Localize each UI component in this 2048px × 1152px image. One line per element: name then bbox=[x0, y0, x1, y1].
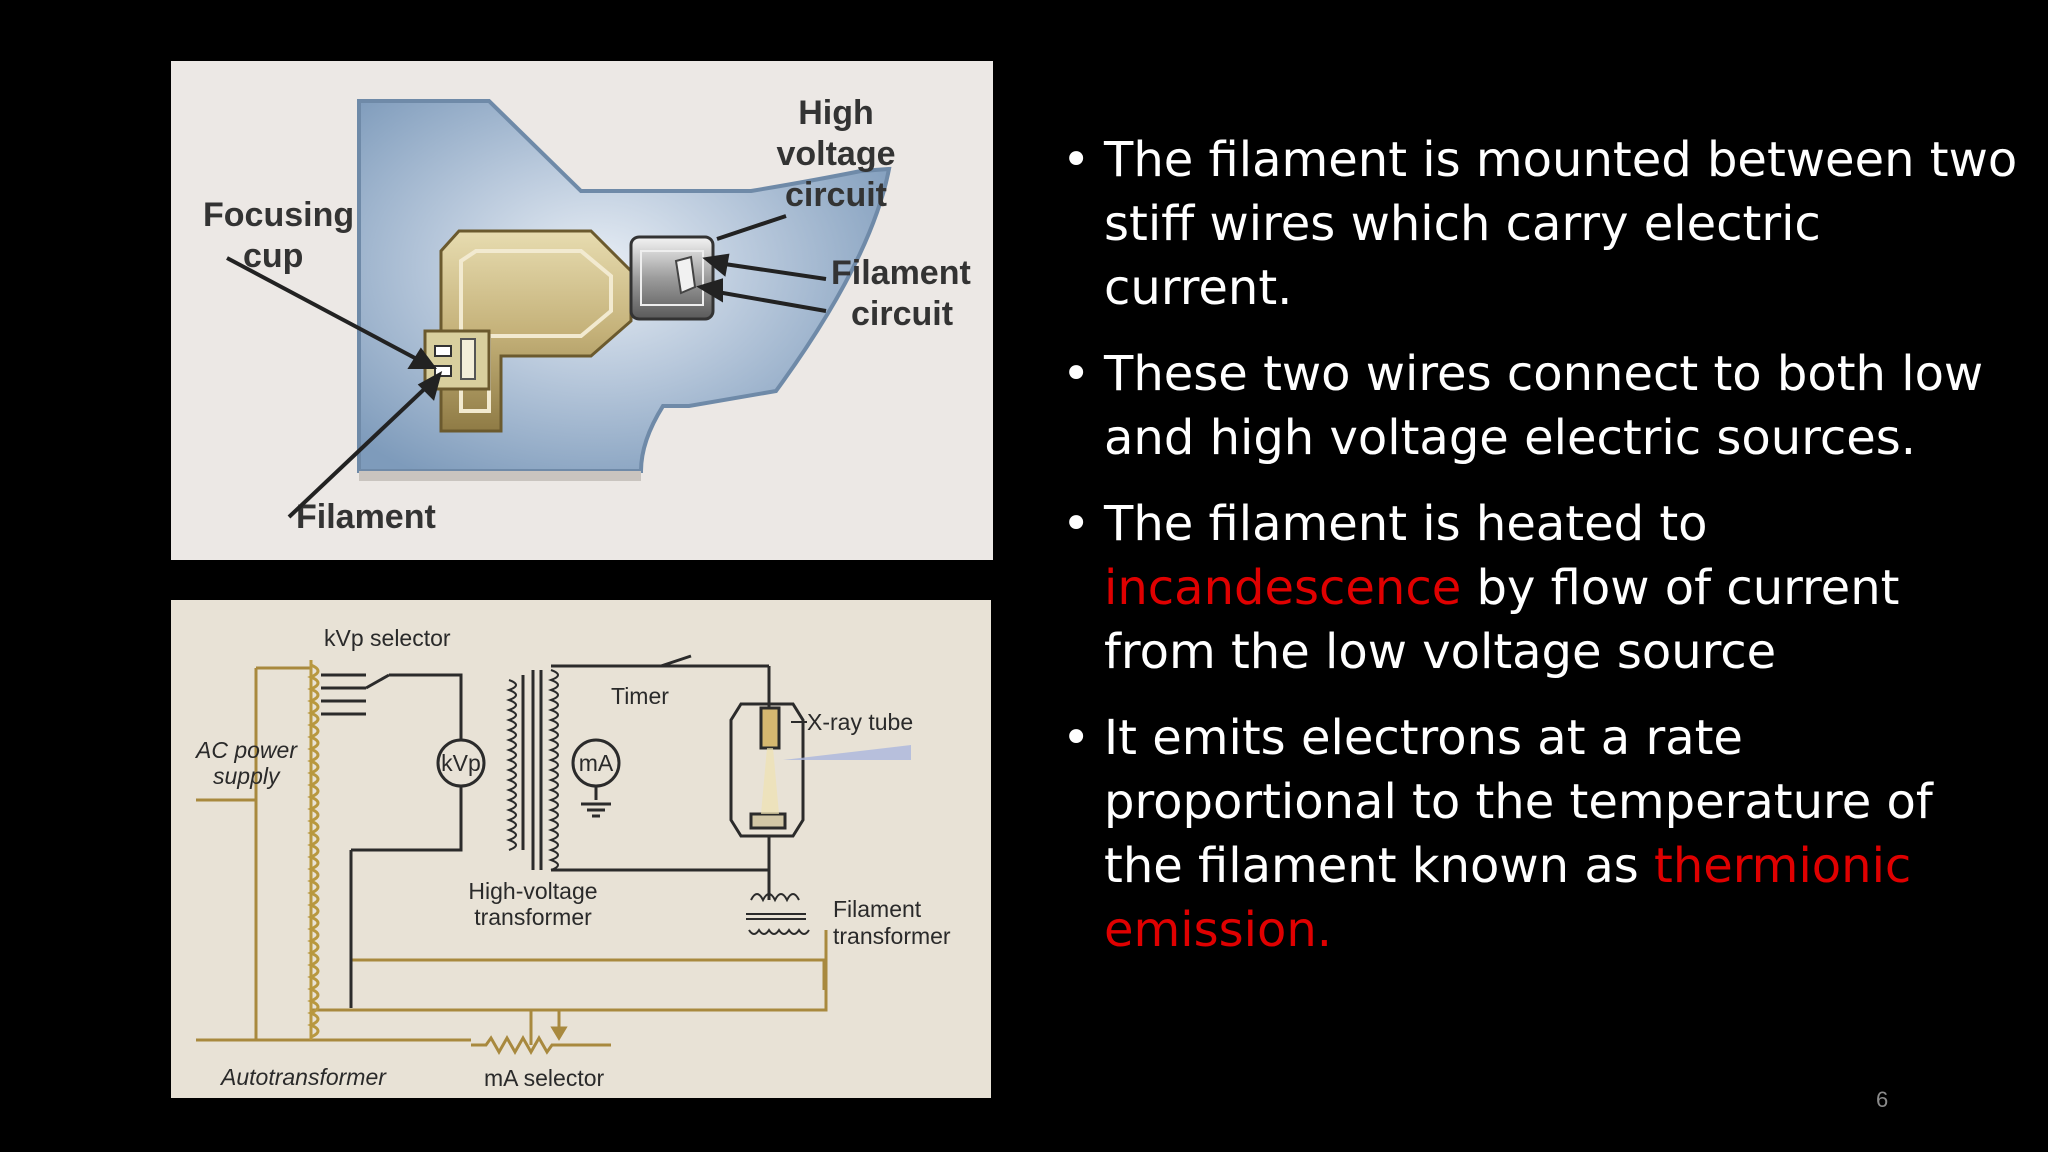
hv-transformer-label-1: High-voltage bbox=[468, 878, 597, 904]
filament-circuit-leader-2 bbox=[705, 288, 827, 313]
cathode-diagram: High voltage circuit Focusing cup Filame… bbox=[171, 61, 993, 560]
kvp-meter-label: kVp bbox=[441, 750, 481, 776]
high-voltage-label-2: voltage bbox=[776, 135, 895, 173]
focusing-cup-leader bbox=[226, 256, 429, 367]
filament-supply-wire bbox=[351, 958, 826, 990]
kvp-selector-label: kVp selector bbox=[324, 625, 451, 651]
hv-transformer-label-2: transformer bbox=[474, 904, 592, 930]
bullet-item-2: These two wires connect to both low and … bbox=[1062, 342, 2022, 470]
highlight-thermionic-emission: thermionic emission. bbox=[1104, 838, 1912, 958]
bullet-text-2: These two wires connect to both low and … bbox=[1104, 346, 1984, 466]
high-voltage-label-1: High bbox=[798, 94, 874, 132]
bullet-text-3-post: by flow of current from the low voltage … bbox=[1104, 560, 1900, 680]
cathode-diagram-graphic: High voltage circuit Focusing cup Filame… bbox=[203, 94, 971, 536]
filament-transformer-coil bbox=[750, 893, 800, 903]
filament-circuit-label-1: Filament bbox=[831, 254, 971, 292]
high-voltage-label-3: circuit bbox=[785, 176, 887, 214]
ma-meter-label: mA bbox=[579, 750, 614, 776]
high-voltage-leader bbox=[716, 214, 787, 241]
hv-primary-coil bbox=[506, 679, 517, 851]
bullet-item-1: The filament is mounted between two stif… bbox=[1062, 128, 2022, 320]
bullet-text-3-pre: The filament is heated to bbox=[1104, 496, 1708, 552]
hv-secondary-coil bbox=[548, 669, 559, 871]
ac-power-label-1: AC power bbox=[194, 737, 298, 763]
ac-power-wire bbox=[196, 800, 258, 1042]
timer-label: Timer bbox=[611, 683, 669, 709]
bullet-item-3: The filament is heated to incandescence … bbox=[1062, 492, 2022, 684]
bullet-text-1: The filament is mounted between two stif… bbox=[1104, 132, 2018, 316]
kvp-meter bbox=[436, 738, 486, 788]
connector-sleeve bbox=[629, 235, 715, 321]
bullet-text-4-pre: It emits electrons at a rate proportiona… bbox=[1104, 710, 1933, 894]
xray-tube-anode bbox=[759, 706, 781, 750]
bullet-list: The filament is mounted between two stif… bbox=[1062, 128, 2022, 984]
filament-transformer-label-1: Filament bbox=[833, 896, 922, 922]
filament-leader bbox=[287, 376, 438, 519]
xray-tube-label: X-ray tube bbox=[807, 709, 913, 735]
filament-circuit-label-2: circuit bbox=[851, 295, 953, 333]
xray-beam bbox=[783, 745, 911, 760]
xray-circuit-diagram: kVp selector Timer X-ray tube AC power s… bbox=[171, 600, 991, 1098]
filament-circuit-leader-1 bbox=[710, 260, 827, 281]
bullet-item-4: It emits electrons at a rate proportiona… bbox=[1062, 706, 2022, 962]
xray-circuit-graphic: kVp selector Timer X-ray tube AC power s… bbox=[194, 625, 951, 1091]
slide-number: 6 bbox=[1876, 1087, 1889, 1112]
ma-selector-resistor bbox=[471, 1010, 611, 1056]
xray-tube bbox=[729, 702, 805, 838]
autotransformer-label: Autotransformer bbox=[219, 1064, 387, 1090]
ma-selector-label: mA selector bbox=[484, 1065, 604, 1091]
filament-label: Filament bbox=[296, 498, 436, 536]
focusing-cup-label-1: Focusing bbox=[203, 196, 354, 234]
focusing-cup-label-2: cup bbox=[243, 237, 303, 275]
ac-power-label-2: supply bbox=[213, 763, 281, 789]
highlight-incandescence: incandescence bbox=[1104, 560, 1462, 616]
filament-transformer-label-2: transformer bbox=[833, 923, 951, 949]
autotransformer-coil bbox=[307, 660, 320, 1040]
